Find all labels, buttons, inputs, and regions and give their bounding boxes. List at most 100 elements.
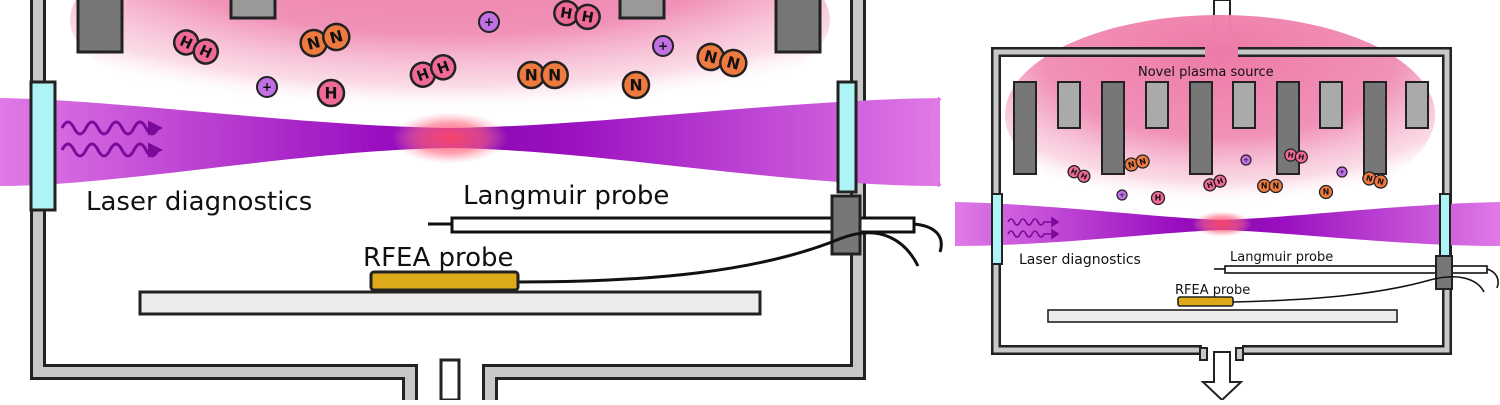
- rfea-probe: [1177, 296, 1234, 307]
- hydrogen-atom-icon: H: [316, 78, 346, 108]
- electrode: [229, 0, 277, 20]
- svg-text:N: N: [1127, 160, 1136, 170]
- svg-text:+: +: [1119, 192, 1124, 199]
- rfea-cable: [1231, 276, 1485, 303]
- electrode: [76, 0, 124, 54]
- laser-focus: [1192, 211, 1252, 237]
- svg-text:H: H: [559, 5, 574, 23]
- svg-text:H: H: [1155, 194, 1162, 203]
- electrode: [1319, 81, 1343, 129]
- svg-text:+: +: [1243, 157, 1248, 164]
- svg-text:H: H: [435, 59, 452, 78]
- svg-text:H: H: [1298, 152, 1305, 162]
- zoomed-chamber: Laser diagnostics Langmuir probe RFEA pr…: [0, 0, 943, 402]
- svg-text:N: N: [629, 76, 642, 94]
- nitrogen-atom-icon: N: [1318, 184, 1334, 200]
- ion-icon: +: [478, 11, 500, 33]
- svg-text:N: N: [702, 47, 719, 68]
- electrode: [1013, 81, 1037, 175]
- window: [29, 80, 57, 212]
- ion-icon: +: [1336, 166, 1348, 178]
- label-laser-diagnostics: Laser diagnostics: [86, 187, 312, 217]
- label-novel-plasma-source: Novel plasma source: [1138, 65, 1274, 80]
- laser-beam-edge: [929, 96, 942, 188]
- svg-text:N: N: [1273, 182, 1280, 191]
- svg-text:N: N: [548, 66, 561, 84]
- electrode: [1145, 81, 1169, 129]
- window: [991, 193, 1003, 265]
- hydrogen-atom-icon: H: [1150, 190, 1166, 206]
- svg-text:H: H: [415, 66, 432, 85]
- svg-text:+: +: [262, 80, 272, 94]
- svg-text:N: N: [1261, 182, 1268, 191]
- laser-focus: [392, 112, 508, 164]
- ion-icon: +: [1116, 189, 1128, 201]
- langmuir-cable: [913, 222, 943, 253]
- electrode-array: [1013, 81, 1429, 175]
- label-rfea-probe: RFEA probe: [363, 243, 514, 273]
- feedthrough: [1435, 255, 1453, 290]
- laser-wave-icon: [1007, 216, 1060, 240]
- svg-text:H: H: [1069, 166, 1078, 177]
- svg-text:+: +: [658, 39, 668, 53]
- electrode: [1363, 81, 1387, 175]
- electrode: [1232, 81, 1256, 129]
- svg-text:H: H: [580, 9, 595, 27]
- svg-text:N: N: [1138, 157, 1147, 167]
- svg-text:N: N: [525, 66, 538, 84]
- exhaust-arrow-icon: [439, 358, 461, 402]
- window: [1439, 193, 1451, 257]
- svg-text:+: +: [484, 15, 494, 29]
- rfea-cable: [517, 231, 920, 284]
- svg-text:H: H: [1206, 180, 1215, 191]
- svg-text:N: N: [328, 27, 345, 48]
- svg-text:H: H: [324, 84, 337, 102]
- electrode: [1189, 81, 1213, 175]
- window: [836, 80, 858, 194]
- laser-wave-icon: [60, 120, 163, 158]
- label-rfea-probe: RFEA probe: [1175, 283, 1250, 298]
- svg-text:N: N: [1323, 188, 1330, 197]
- svg-text:H: H: [1287, 150, 1294, 160]
- label-langmuir-probe: Langmuir probe: [1230, 250, 1333, 265]
- electrode: [1405, 81, 1429, 129]
- label-langmuir-probe: Langmuir probe: [463, 181, 669, 211]
- rfea-probe: [369, 270, 520, 292]
- feedthrough: [830, 194, 862, 256]
- substrate: [1047, 309, 1398, 323]
- svg-text:H: H: [1079, 171, 1088, 182]
- nitrogen-atom-icon: N: [621, 70, 651, 100]
- svg-text:H: H: [1216, 176, 1225, 187]
- electrode: [1101, 81, 1125, 175]
- langmuir-cable: [1486, 268, 1499, 289]
- ion-icon: +: [1240, 154, 1252, 166]
- svg-text:+: +: [1339, 169, 1344, 176]
- electrode: [774, 0, 822, 54]
- electrode: [1057, 81, 1081, 129]
- svg-text:N: N: [1376, 177, 1385, 187]
- svg-text:N: N: [1365, 174, 1374, 184]
- overview-chamber: Novel plasma source Laser diagnostics La…: [955, 0, 1500, 402]
- exhaust-stub: [1235, 347, 1244, 361]
- ion-icon: +: [652, 35, 674, 57]
- substrate: [138, 290, 762, 316]
- svg-text:N: N: [725, 53, 742, 74]
- label-laser-diagnostics: Laser diagnostics: [1019, 252, 1141, 268]
- electrode: [618, 0, 666, 20]
- svg-text:N: N: [305, 33, 322, 54]
